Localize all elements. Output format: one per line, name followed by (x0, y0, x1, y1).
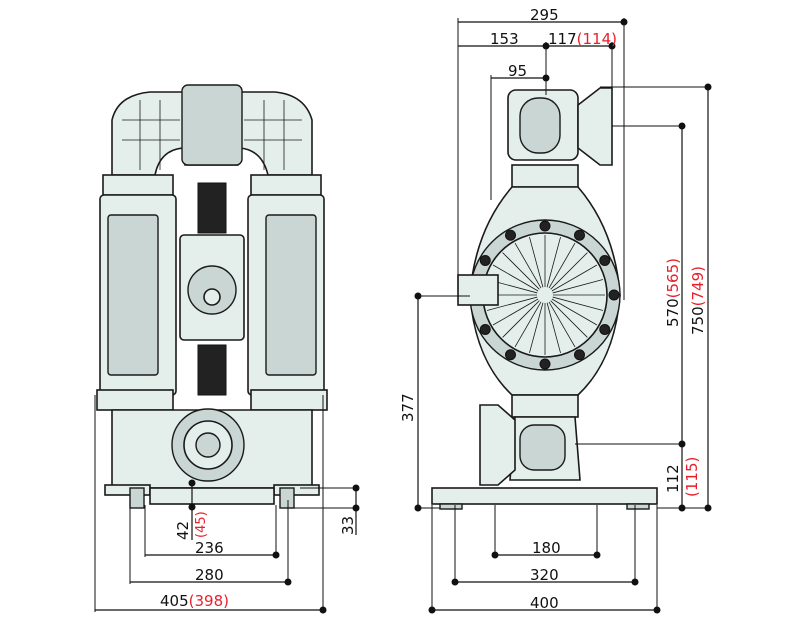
housing-rib (486, 296, 538, 311)
housing-bolt (574, 349, 585, 361)
dim-feet-outer: 280 (195, 566, 224, 584)
dim-foot-height: 33 (339, 516, 357, 535)
dim-height-inlet-alt: (115) (683, 457, 701, 497)
housing-rib (514, 242, 542, 289)
side-view-dimensions: 295 153 117(114) 95 750(749) 570(565) 11… (399, 6, 712, 614)
housing-rib (548, 301, 576, 348)
housing-rib (551, 298, 598, 326)
dim-base-holes-outer: 320 (530, 566, 559, 584)
housing-bolt (505, 229, 516, 241)
housing-rib (552, 279, 604, 294)
dim-depth-total: 295 (530, 6, 559, 24)
dim-outlet-height-alt: (45) (194, 511, 209, 538)
housing-bolt (574, 229, 585, 241)
housing-rib (492, 264, 539, 292)
front-view-dimensions: 405(398) 280 236 42 (45) 33 (94, 395, 360, 614)
housing-rib (551, 264, 598, 292)
housing-bolt (505, 349, 516, 361)
housing-bolt (599, 324, 611, 335)
housing-rib (548, 242, 576, 289)
dim-offset-top: 95 (508, 62, 527, 80)
housing-rib (502, 300, 540, 338)
dim-depth-rear: 117(114) (548, 30, 617, 48)
dim-depth-front: 153 (490, 30, 519, 48)
dim-height-outlet: 570(565) (664, 258, 682, 327)
housing-rib (550, 252, 588, 290)
housing-rib (492, 298, 539, 326)
housing-bolt (539, 358, 551, 370)
housing-rib (529, 236, 544, 288)
front-view-pump (96, 84, 328, 509)
dim-base-total: 400 (530, 594, 559, 612)
housing-bolt (479, 255, 491, 266)
side-view-pump (431, 87, 658, 510)
housing-rib (546, 236, 561, 288)
housing-rib (502, 252, 540, 290)
dim-height-total: 750(749) (689, 266, 707, 335)
housing-rib (514, 301, 542, 348)
housing-rib (550, 300, 588, 338)
housing-bolt (599, 255, 611, 266)
housing-rib (552, 296, 604, 311)
dim-outlet-height: 42 (174, 521, 192, 540)
dim-width-total: 405(398) (160, 592, 229, 610)
dim-height-air: 377 (399, 393, 417, 422)
housing-rib (529, 302, 544, 354)
housing-bolt (479, 324, 491, 335)
dim-height-inlet: 112 (664, 464, 682, 493)
dim-base-holes-inner: 180 (532, 539, 561, 557)
dim-feet-inner: 236 (195, 539, 224, 557)
housing-bolt (539, 220, 551, 232)
housing-bolt (608, 289, 620, 301)
housing-rib (546, 302, 561, 354)
